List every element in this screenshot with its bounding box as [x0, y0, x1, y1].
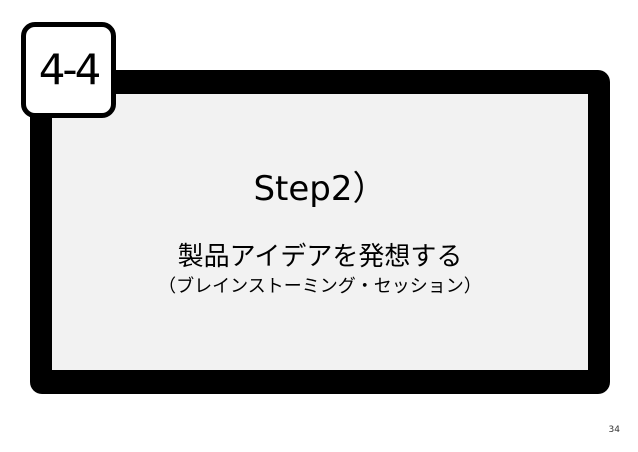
step-subheading: （ブレインストーミング・セッション）: [158, 276, 482, 297]
section-number: 4-4: [38, 45, 102, 94]
page-number: 34: [608, 425, 620, 435]
step-title: Step2）: [253, 169, 387, 209]
step-heading: 製品アイデアを発想する: [177, 242, 463, 272]
slide-content-area: [52, 94, 588, 370]
section-badge: 4-4: [21, 22, 116, 118]
